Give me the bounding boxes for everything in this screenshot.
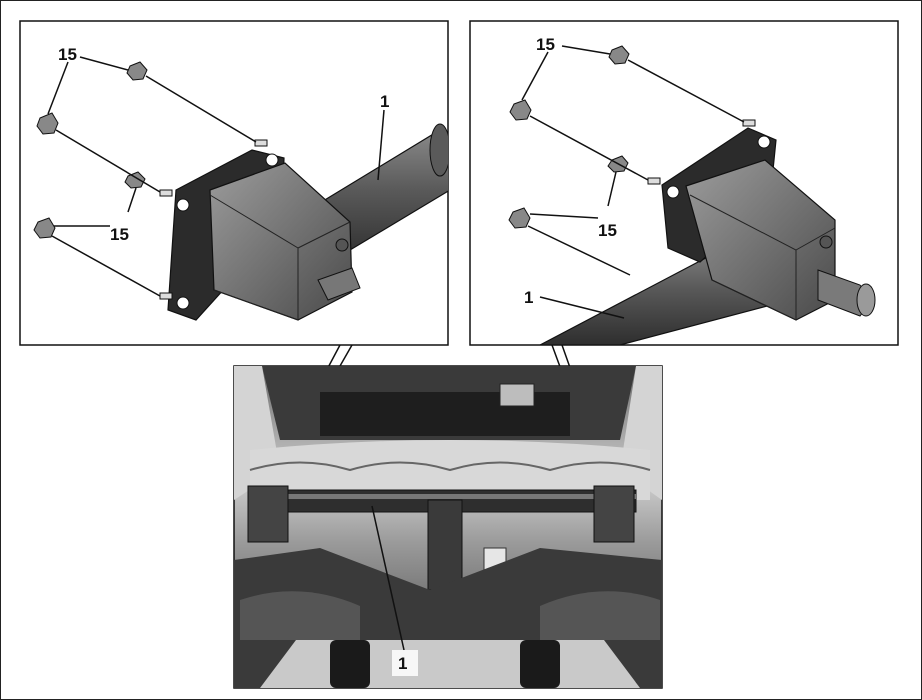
- right-nut-2: [509, 99, 532, 121]
- left-nut-2: [36, 112, 59, 135]
- right-nut-4: [508, 207, 531, 229]
- right-callout-15-mid: 15: [598, 221, 617, 240]
- left-callout-15-mid: 15: [110, 225, 129, 244]
- photo-callout-1: 1: [398, 654, 407, 673]
- left-nuts: [33, 61, 148, 239]
- right-callout-15-top: 15: [536, 35, 555, 54]
- left-nut-3: [124, 171, 146, 189]
- left-callout-1: 1: [380, 92, 389, 111]
- right-nut-1: [608, 45, 630, 65]
- left-callout-15-top: 15: [58, 45, 77, 64]
- right-detail-panel: 15 15 1: [469, 20, 899, 346]
- right-callout-1: 1: [524, 288, 533, 307]
- left-nut-1: [126, 61, 148, 81]
- left-nut-4: [33, 217, 56, 239]
- left-detail-panel: 15 15 1: [19, 20, 449, 346]
- vehicle-photo: 1: [233, 365, 663, 689]
